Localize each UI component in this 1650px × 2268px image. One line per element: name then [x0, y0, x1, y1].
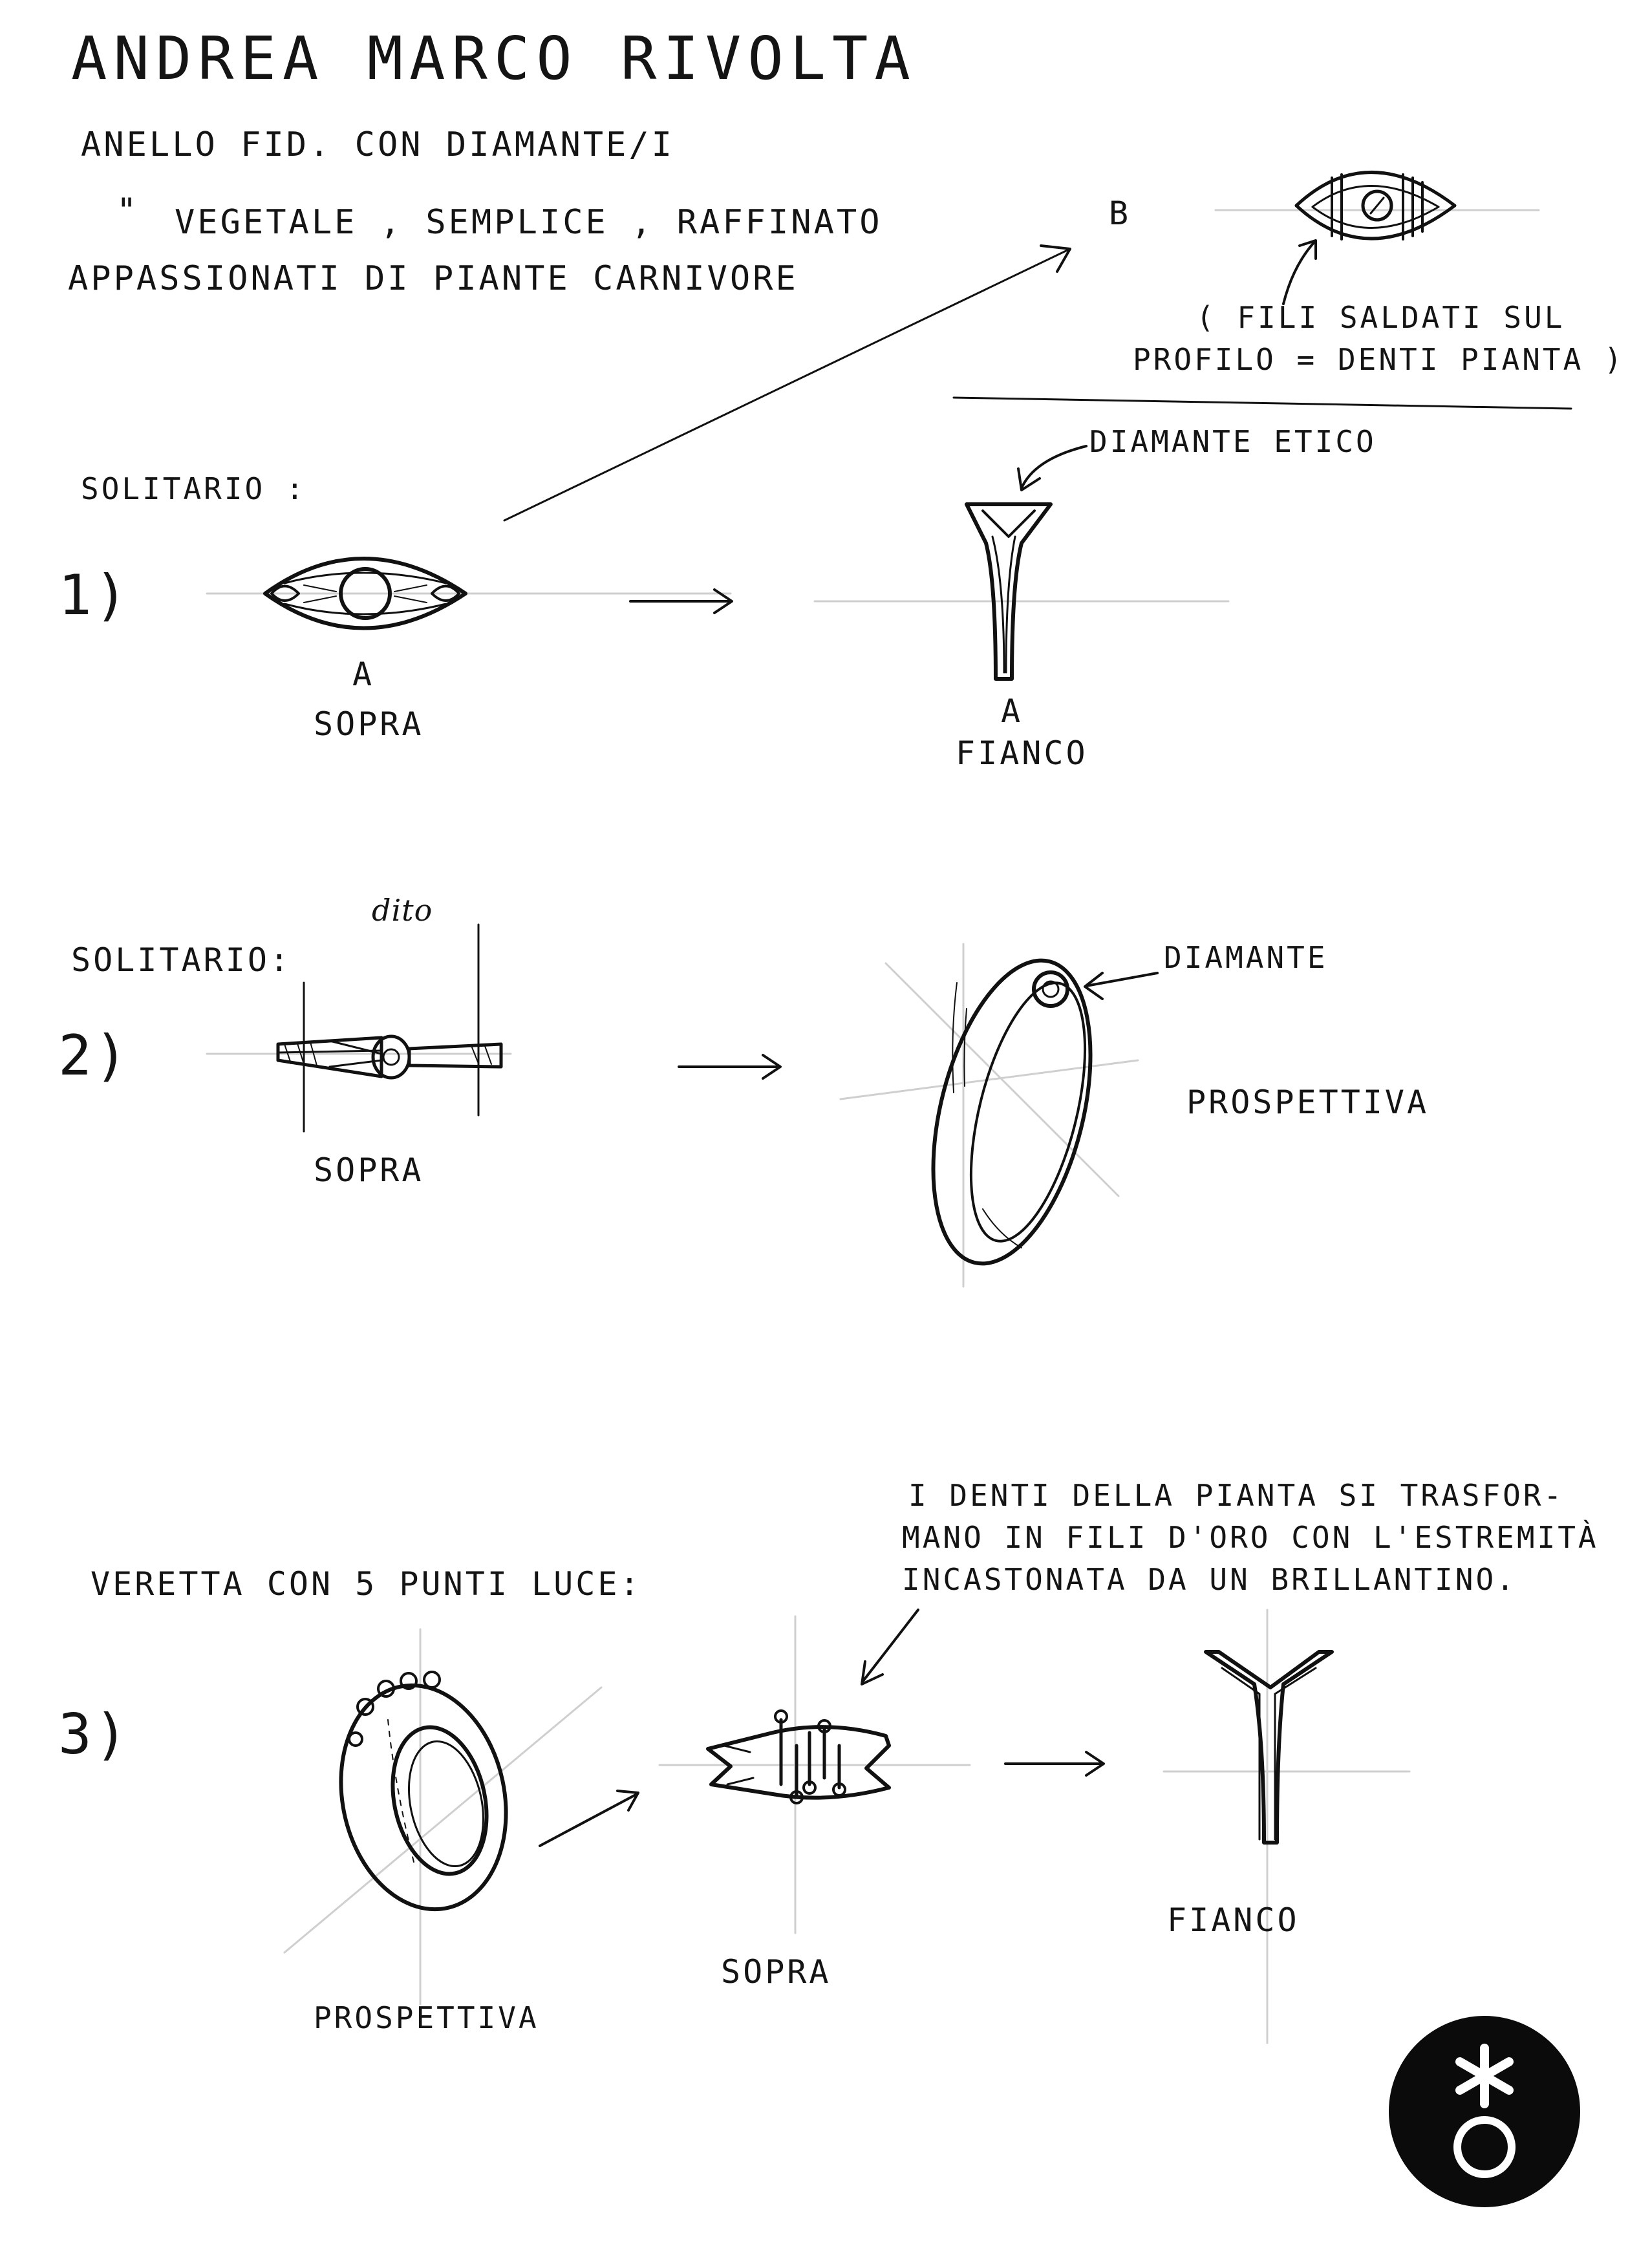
separator-line — [952, 396, 1572, 410]
author-title: ANDREA MARCO RIVOLTA — [71, 24, 917, 93]
brief-line-3: APPASSIONATI DI PIANTE CARNIVORE — [68, 259, 798, 298]
section-3-top-view-label: SOPRA — [721, 1953, 831, 1991]
ring-3-top-view — [706, 1709, 891, 1804]
section-2-top-view-label: SOPRA — [314, 1151, 424, 1189]
ring-3-side-view — [1204, 1650, 1334, 1845]
brief-line-2: VEGETALE , SEMPLICE , RAFFINATO — [175, 203, 883, 242]
section-3-note-line-3: INCASTONATA DA UN BRILLANTINO. — [902, 1562, 1517, 1597]
asterisk-circle-logo — [1389, 2016, 1580, 2207]
section-3-side-view-label: FIANCO — [1167, 1901, 1300, 1939]
callout-arrow-diamante-etico — [1020, 445, 1088, 489]
ring-2-top-view — [276, 923, 503, 1133]
section-2-number: 2) — [58, 1023, 131, 1088]
ring-b-top-view — [1294, 171, 1457, 241]
ring-3-perspective — [339, 1671, 508, 1912]
ring-1-top-view — [263, 557, 467, 630]
section-3-number: 3) — [58, 1702, 131, 1767]
ring-2-perspective — [931, 958, 1093, 1266]
ring-1-side-view — [965, 502, 1053, 681]
logo-mark-icon — [1453, 2044, 1516, 2178]
construction-lines — [206, 209, 1540, 2044]
section-3-heading: VERETTA CON 5 PUNTI LUCE: — [91, 1565, 642, 1603]
brief-line-2-ditto-mark: " — [116, 191, 140, 230]
arrow-1-to-b — [503, 248, 1071, 522]
section-3-note-line-1: I DENTI DELLA PIANTA SI TRASFOR- — [908, 1478, 1565, 1513]
section-1-number: 1) — [58, 563, 131, 628]
section-1-side-view-label: FIANCO — [956, 734, 1088, 772]
arrow-to-b-detail — [1282, 239, 1317, 305]
section-b-note-line-2: PROFILO = DENTI PIANTA ) — [1133, 342, 1625, 377]
section-2-heading: SOLITARIO: — [71, 941, 292, 979]
section-2-perspective-label: PROSPETTIVA — [1186, 1084, 1430, 1121]
section-2-finger-note: dito — [372, 893, 433, 928]
section-b-label: B — [1109, 195, 1131, 232]
section-1-top-view-label: SOPRA — [314, 705, 424, 743]
section-1-callout-label: DIAMANTE ETICO — [1089, 424, 1377, 459]
section-3-perspective-label: PROSPETTIVA — [314, 2000, 539, 2035]
section-b-note-line-1: ( FILI SALDATI SUL — [1196, 300, 1565, 335]
section-1-side-letter: A — [1001, 692, 1023, 730]
brief-line-1: ANELLO FID. CON DIAMANTE/I — [81, 125, 674, 164]
section-1-top-letter: A — [352, 656, 375, 693]
section-3-note-line-2: MANO IN FILI D'ORO CON L'ESTREMITÀ — [902, 1520, 1599, 1555]
section-1-heading: SOLITARIO : — [81, 471, 306, 506]
section-2-callout-label: DIAMANTE — [1164, 940, 1328, 975]
callout-arrow-diamante — [1085, 972, 1159, 987]
